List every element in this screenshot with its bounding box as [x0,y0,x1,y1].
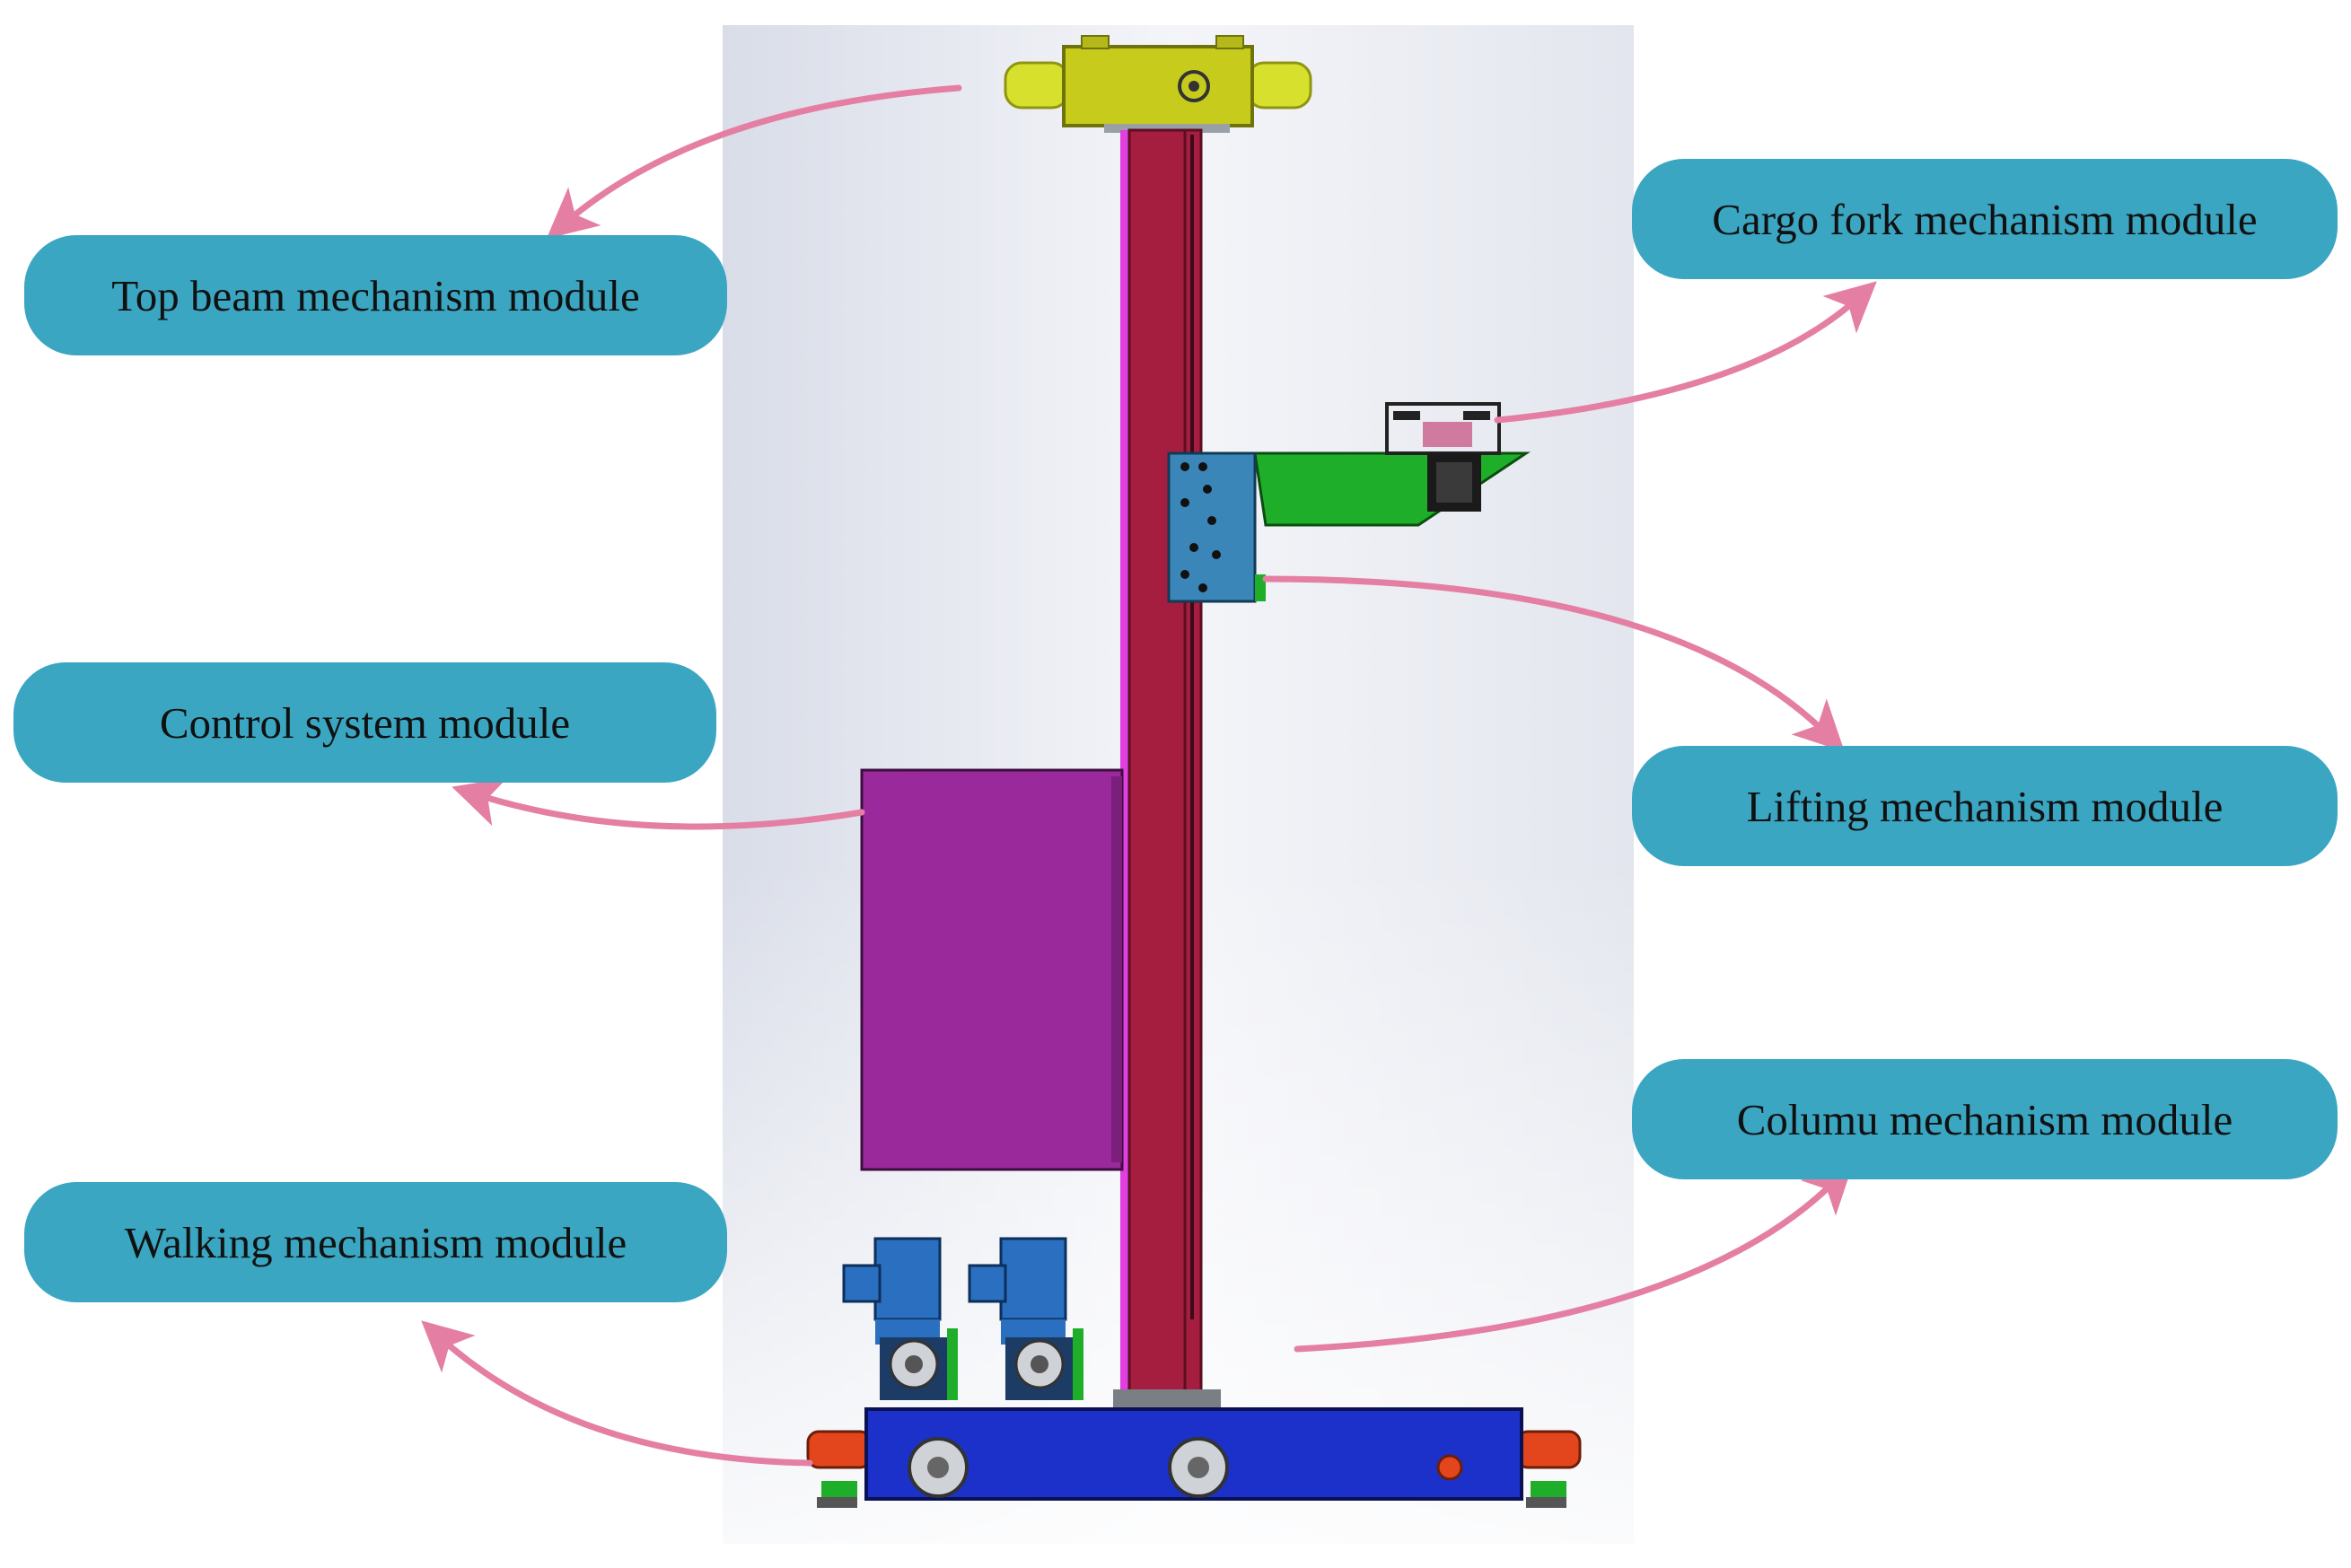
arrow-lifting [1262,575,1845,752]
control-system-label: Control system module [13,662,716,783]
top-beam [1004,35,1312,133]
walking-label: Walking mechanism module [24,1182,727,1302]
cargo-fork-label: Cargo fork mechanism module [1632,159,2338,279]
arrow-column [1294,1162,1854,1353]
column-label: Columu mechanism module [1632,1059,2338,1179]
arrow-top-beam [546,84,962,240]
lifting-carriage [1167,402,1531,603]
control-box [860,768,1124,1171]
column [1113,128,1221,1409]
arrow-cargo-fork [1494,281,1877,424]
arrow-walking [421,1320,813,1467]
top-beam-label: Top beam mechanism module [24,235,727,355]
arrow-control-system [452,777,865,830]
walking-motors [842,1237,1083,1400]
walking-base [806,1407,1582,1508]
callout-arrows [421,84,1877,1467]
lifting-label: Lifting mechanism module [1632,746,2338,866]
